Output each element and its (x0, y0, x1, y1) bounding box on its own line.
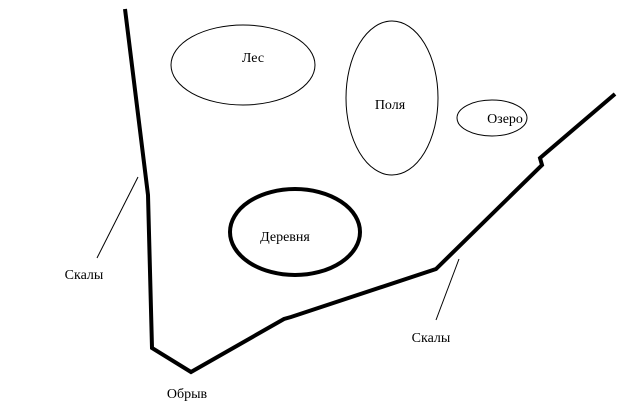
lake-label: Озеро (487, 112, 523, 127)
rocks-right-label: Скалы (412, 331, 451, 346)
fields-region (345, 20, 439, 176)
rocks-left-label: Скалы (65, 268, 104, 283)
village-region (228, 187, 362, 277)
village-label: Деревня (260, 230, 310, 245)
cliff-label: Обрыв (167, 387, 208, 402)
forest-region (170, 24, 316, 106)
cliff-boundary-line (123, 8, 617, 375)
fields-label: Поля (375, 98, 406, 113)
rocks-right-leader (435, 258, 460, 321)
lake-region (456, 99, 528, 137)
forest-label: Лес (242, 51, 264, 66)
rocks-left-leader (96, 176, 139, 259)
